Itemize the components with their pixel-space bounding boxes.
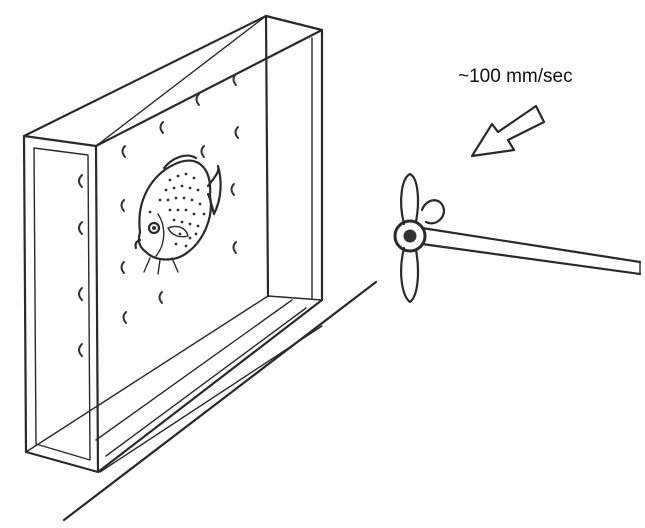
tank-holes-side [120,73,239,324]
speed-label: ~100 mm/sec [458,66,573,87]
tank-holes-front [78,174,83,357]
aquarium-tank [22,14,324,474]
fish-icon [134,154,222,275]
stimulus-probe [393,172,642,304]
table-edge [62,280,378,522]
arrow-down-left-icon [470,104,546,158]
